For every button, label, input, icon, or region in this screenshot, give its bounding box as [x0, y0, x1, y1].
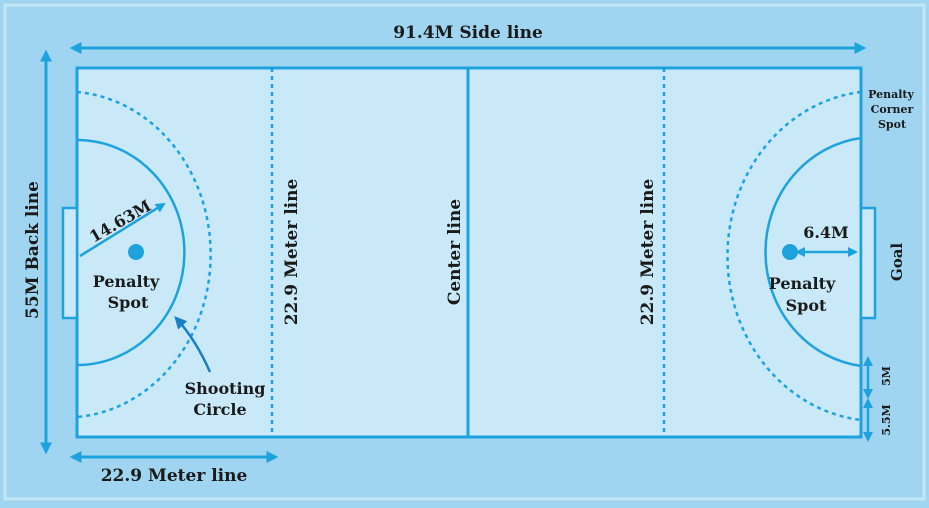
back-line-label: 55M Back line [23, 181, 43, 319]
left-dashed-circle [76, 90, 212, 419]
right-shooting-circle [764, 136, 862, 368]
right-22-label: 22.9 Meter line [638, 179, 658, 326]
left-penalty-spot [128, 244, 144, 260]
right-goal [859, 206, 877, 320]
left-penalty-label-2: Spot [108, 293, 149, 312]
left-shooting-circle [76, 138, 186, 367]
outer-frame [3, 3, 926, 501]
spot-distance-label: 6.4M [803, 223, 849, 242]
right-dashed-circle [726, 90, 862, 422]
right-penalty-spot [782, 244, 798, 260]
right-penalty-label-2: Spot [786, 296, 827, 315]
goal-label: Goal [888, 243, 906, 282]
shooting-circle-label-1: Shooting [185, 379, 266, 398]
center-line-label: Center line [445, 199, 465, 306]
corner-label-3: Spot [878, 118, 907, 131]
five-m-label: 5M [880, 366, 893, 386]
right-penalty-label-1: Penalty [769, 274, 836, 293]
shooting-circle-label-2: Circle [193, 400, 246, 419]
bottom-22-label: 22.9 Meter line [101, 466, 248, 486]
five-five-m-label: 5.5M [880, 404, 893, 435]
side-line-label: 91.4M Side line [393, 23, 543, 43]
shooting-circle-pointer [174, 316, 212, 373]
corner-label-2: Corner [871, 103, 914, 116]
radius-arrow [79, 202, 166, 258]
corner-label-1: Penalty [868, 88, 914, 101]
left-goal [61, 206, 79, 320]
left-22-label: 22.9 Meter line [282, 179, 302, 326]
left-penalty-label-1: Penalty [93, 272, 160, 291]
